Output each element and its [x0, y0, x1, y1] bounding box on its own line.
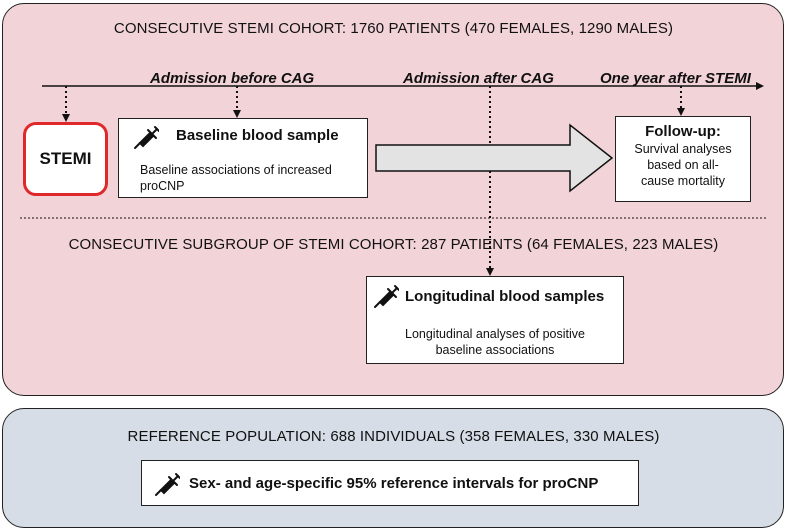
followup-box: Follow-up: Survival analyses based on al…: [615, 116, 751, 202]
stage-after-cag: Admission after CAG: [403, 70, 554, 87]
reference-intervals-box: Sex- and age-specific 95% reference inte…: [141, 460, 639, 506]
stemi-box: STEMI: [23, 122, 108, 196]
followup-body-line-1: Survival analyses: [634, 142, 732, 156]
stage-one-year: One year after STEMI: [600, 70, 751, 87]
followup-title: Follow-up:: [645, 123, 721, 140]
baseline-body-line-1: Baseline associations of increased: [140, 163, 332, 177]
followup-body-line-2: based on all-: [647, 158, 719, 172]
baseline-body-line-2: proCNP: [140, 179, 185, 193]
longitudinal-body-line-1: Longitudinal analyses of positive: [405, 327, 585, 341]
stemi-label: STEMI: [39, 149, 92, 168]
reference-intervals-label: Sex- and age-specific 95% reference inte…: [189, 475, 599, 492]
followup-body-line-3: cause mortality: [640, 174, 726, 188]
syringe-icon: [134, 126, 159, 149]
baseline-title: Baseline blood sample: [176, 127, 339, 144]
syringe-icon: [374, 285, 399, 308]
longitudinal-body-line-2: baseline associations: [435, 343, 555, 357]
cohort-heading: CONSECUTIVE STEMI COHORT: 1760 PATIENTS …: [113, 20, 674, 37]
reference-heading: REFERENCE POPULATION: 688 INDIVIDUALS (3…: [127, 428, 660, 445]
longitudinal-blood-samples-box: Longitudinal blood samples Longitudinal …: [366, 276, 624, 364]
longitudinal-title: Longitudinal blood samples: [405, 288, 605, 305]
baseline-blood-sample-box: Baseline blood sample Baseline associati…: [118, 118, 368, 198]
syringe-icon: [155, 473, 180, 496]
subgroup-heading: CONSECUTIVE SUBGROUP OF STEMI COHORT: 28…: [68, 236, 719, 253]
stage-before-cag: Admission before CAG: [150, 70, 315, 87]
